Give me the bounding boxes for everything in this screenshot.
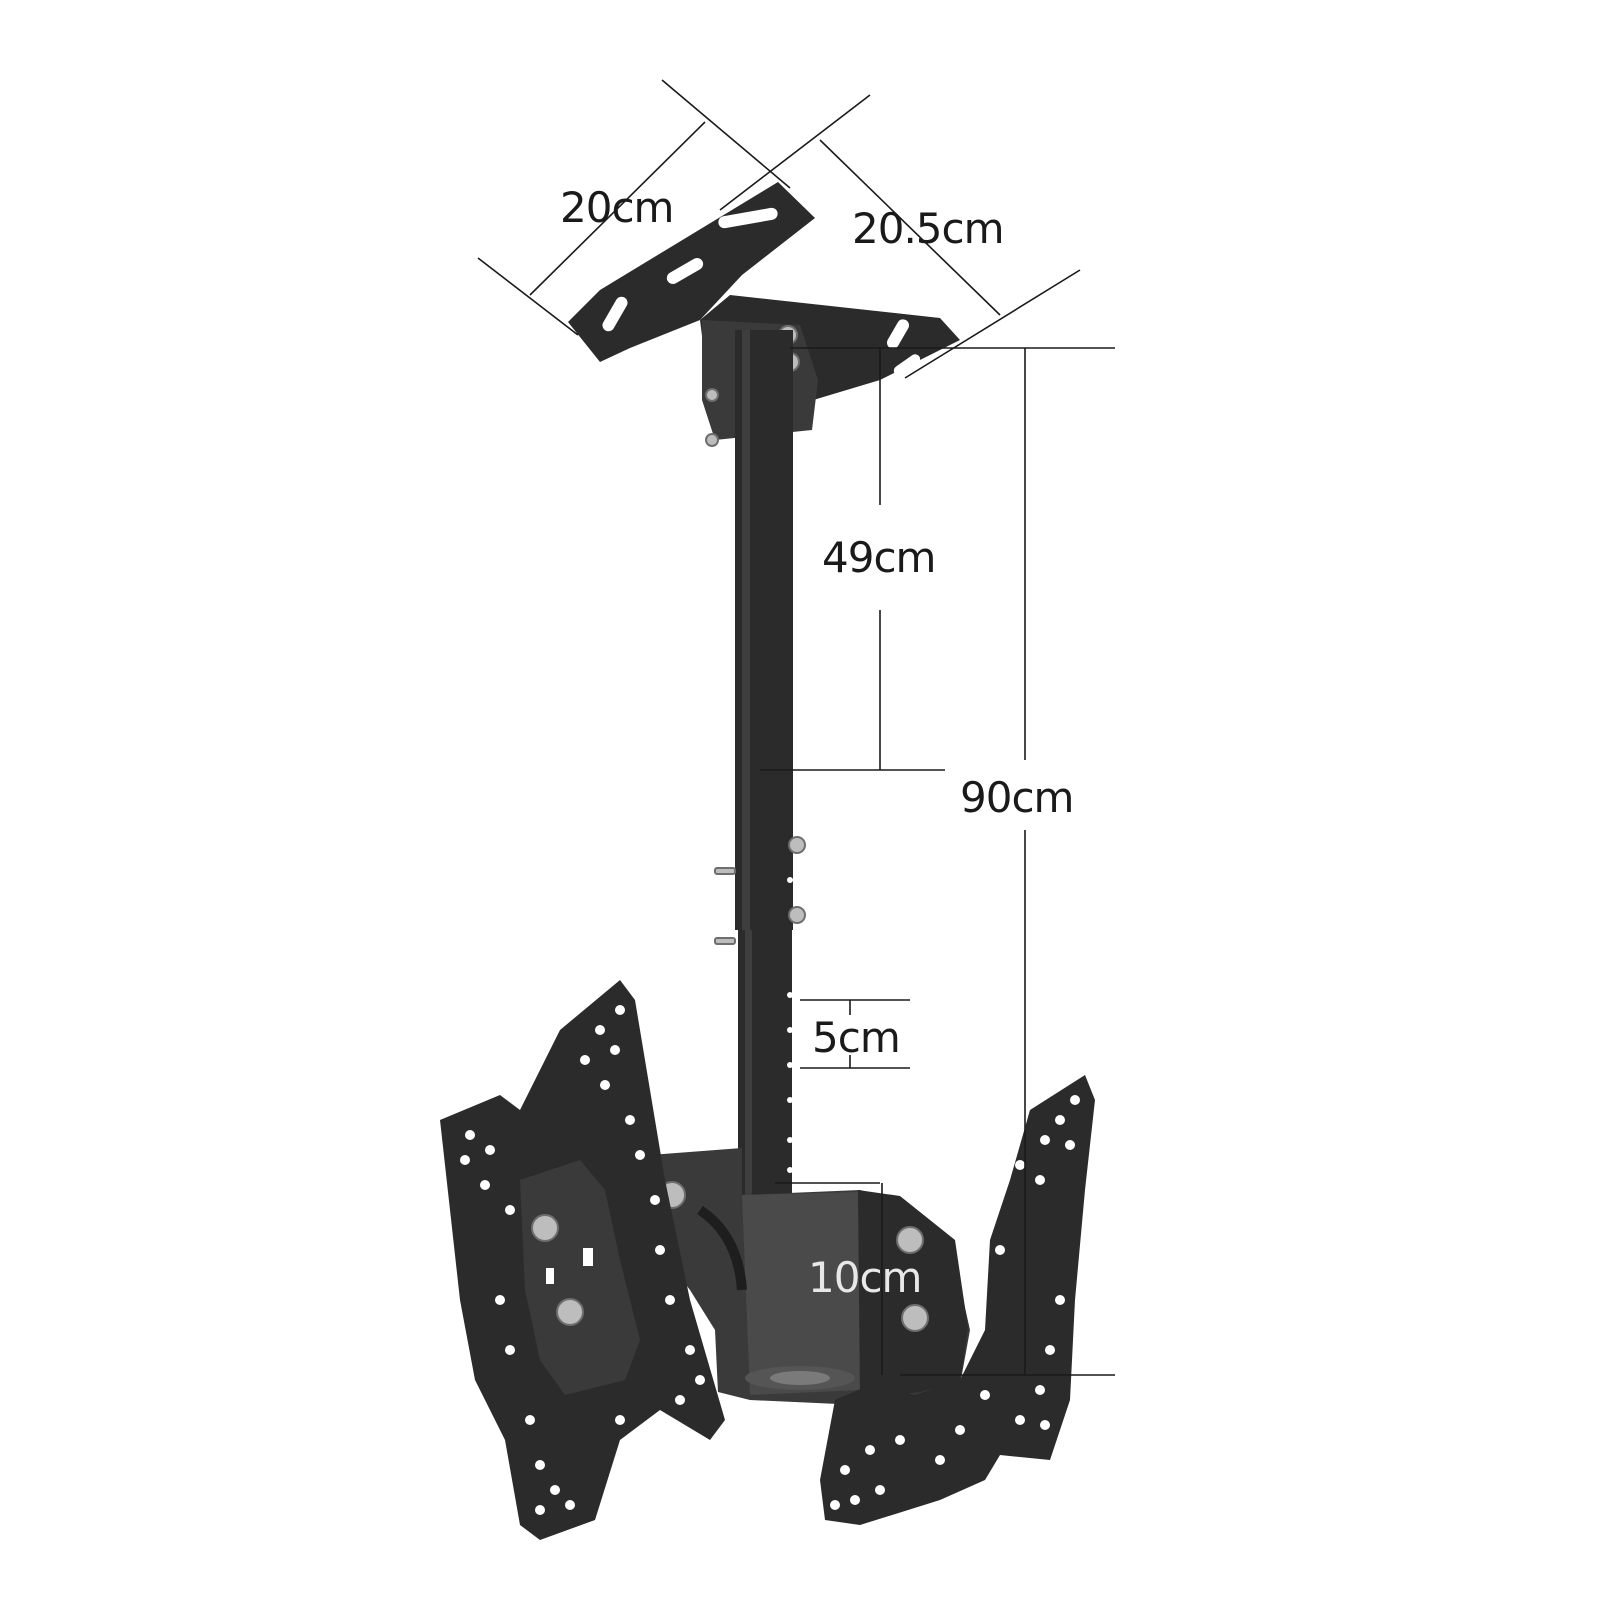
upper-pole (714, 330, 806, 945)
swivel-head (650, 1148, 970, 1405)
label-90cm: 90cm (960, 773, 1073, 822)
lower-pole (738, 930, 793, 1200)
right-vesa-plate (820, 1075, 1095, 1525)
dimension-lines (477, 79, 1115, 1376)
label-10cm: 10cm (808, 1253, 921, 1302)
left-vesa-plate (440, 980, 725, 1540)
label-20-5cm: 20.5cm (852, 204, 1004, 253)
label-49cm: 49cm (822, 533, 935, 582)
label-5cm: 5cm (812, 1013, 900, 1062)
label-20cm: 20cm (560, 183, 673, 232)
